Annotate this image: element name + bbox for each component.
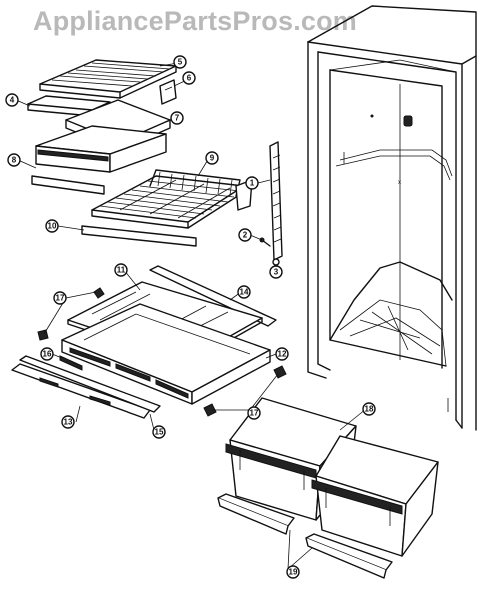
svg-text:3: 3 (274, 268, 279, 277)
callout-18: 18 (362, 402, 376, 416)
callout-12: 12 (275, 347, 289, 361)
part-17-clips (37, 287, 287, 417)
svg-text:15: 15 (155, 428, 164, 437)
part-10-shelf-trim (81, 225, 197, 247)
callout-5: 5 (173, 55, 187, 69)
callout-11: 11 (114, 263, 128, 277)
svg-text:1: 1 (250, 179, 255, 188)
callout-17-bottom: 17 (247, 406, 261, 420)
svg-text:5: 5 (178, 58, 183, 67)
part-5-wire-shelf (39, 59, 177, 99)
svg-text:14: 14 (240, 288, 249, 297)
part-1-shelf-support (269, 141, 283, 261)
callout-8: 8 (7, 153, 21, 167)
part-19-drawer-fronts (217, 493, 393, 579)
callouts: 5 6 4 7 8 9 1 10 2 3 11 14 17 12 16 13 1… (5, 55, 376, 579)
part-15-strip (19, 355, 161, 413)
callout-4: 4 (5, 93, 19, 107)
svg-text:9: 9 (210, 154, 215, 163)
svg-text:7: 7 (175, 114, 180, 123)
watermark-text: AppliancePartsPros.com (33, 6, 358, 36)
svg-text:17: 17 (250, 409, 259, 418)
svg-text:18: 18 (365, 405, 374, 414)
callout-14: 14 (237, 285, 251, 299)
svg-text:4: 4 (10, 96, 15, 105)
refrigerator-cabinet: x (307, 5, 477, 431)
callout-16: 16 (40, 347, 54, 361)
callout-13: 13 (61, 415, 75, 429)
part-12-shelf-frame (61, 303, 271, 405)
part-9-wire-shelf (91, 169, 253, 229)
svg-text:13: 13 (64, 418, 73, 427)
svg-text:2: 2 (243, 231, 248, 240)
callout-19: 19 (286, 565, 300, 579)
callout-15: 15 (152, 425, 166, 439)
svg-text:19: 19 (289, 568, 298, 577)
callout-9: 9 (205, 151, 219, 165)
svg-text:11: 11 (117, 266, 126, 275)
callout-7: 7 (170, 111, 184, 125)
svg-text:16: 16 (43, 350, 52, 359)
callout-17-top: 17 (53, 291, 67, 305)
part-3-cap (272, 258, 280, 266)
part-8-drawer (31, 125, 167, 195)
svg-text:x: x (398, 180, 401, 186)
callout-1: 1 (245, 176, 259, 190)
callout-2: 2 (238, 228, 252, 242)
part-2-screw (259, 237, 271, 247)
part-16-bracket (59, 355, 83, 371)
callout-10: 10 (45, 219, 59, 233)
svg-text:6: 6 (187, 74, 192, 83)
svg-text:10: 10 (48, 222, 57, 231)
svg-text:12: 12 (278, 350, 287, 359)
part-6-shelf-bracket (159, 79, 177, 105)
part-18-crisper-drawer-right (311, 435, 439, 557)
svg-text:17: 17 (56, 294, 65, 303)
callout-6: 6 (182, 71, 196, 85)
callout-3: 3 (269, 265, 283, 279)
svg-text:8: 8 (12, 156, 17, 165)
